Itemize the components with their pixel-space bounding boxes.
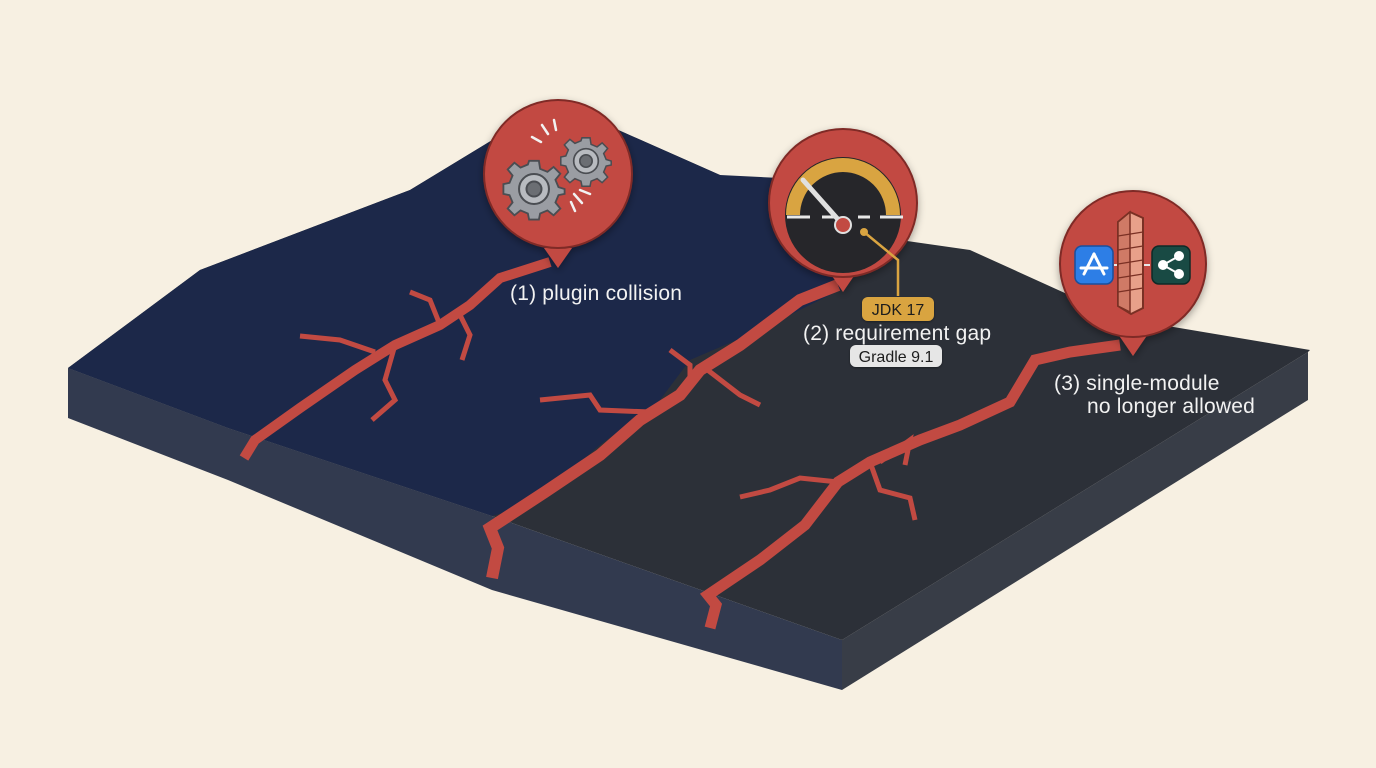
gauge-icon xyxy=(785,157,903,296)
crack-requirement-gap xyxy=(482,279,841,580)
crack-plugin-branch xyxy=(299,289,473,422)
slab-front-right xyxy=(842,352,1308,690)
crack-single-module-branch xyxy=(739,434,918,521)
tag-gradle-text: Gradle 9.1 xyxy=(859,349,934,366)
crack-requirement-branch xyxy=(539,348,762,415)
app-store-icon xyxy=(1074,245,1114,285)
tag-jdk-text: JDK 17 xyxy=(872,302,925,319)
slab-front-left xyxy=(68,368,842,690)
label-plugin-collision: (1) plugin collision xyxy=(510,282,682,305)
share-icon xyxy=(1151,245,1191,285)
tag-jdk: JDK 17 xyxy=(862,297,934,321)
brick-wall-icon xyxy=(1117,210,1144,316)
label-single-module-line2: no longer allowed xyxy=(1087,395,1255,418)
callout-plugin-collision: (1) plugin collision xyxy=(483,99,682,305)
label-requirement-gap: (2) requirement gap xyxy=(803,322,991,345)
cracks xyxy=(239,257,1121,630)
tag-gradle: Gradle 9.1 xyxy=(850,345,942,367)
callout-requirement-gap: JDK 17 (2) requirement gap Gradle 9.1 xyxy=(768,128,991,367)
gears-icon xyxy=(502,118,613,221)
callout-single-module: (3) single-module no longer allowed xyxy=(1054,190,1255,418)
slab-top-navy xyxy=(68,102,880,516)
app-wall-share-icon xyxy=(1074,210,1191,316)
label-single-module-line1: (3) single-module xyxy=(1054,372,1220,395)
